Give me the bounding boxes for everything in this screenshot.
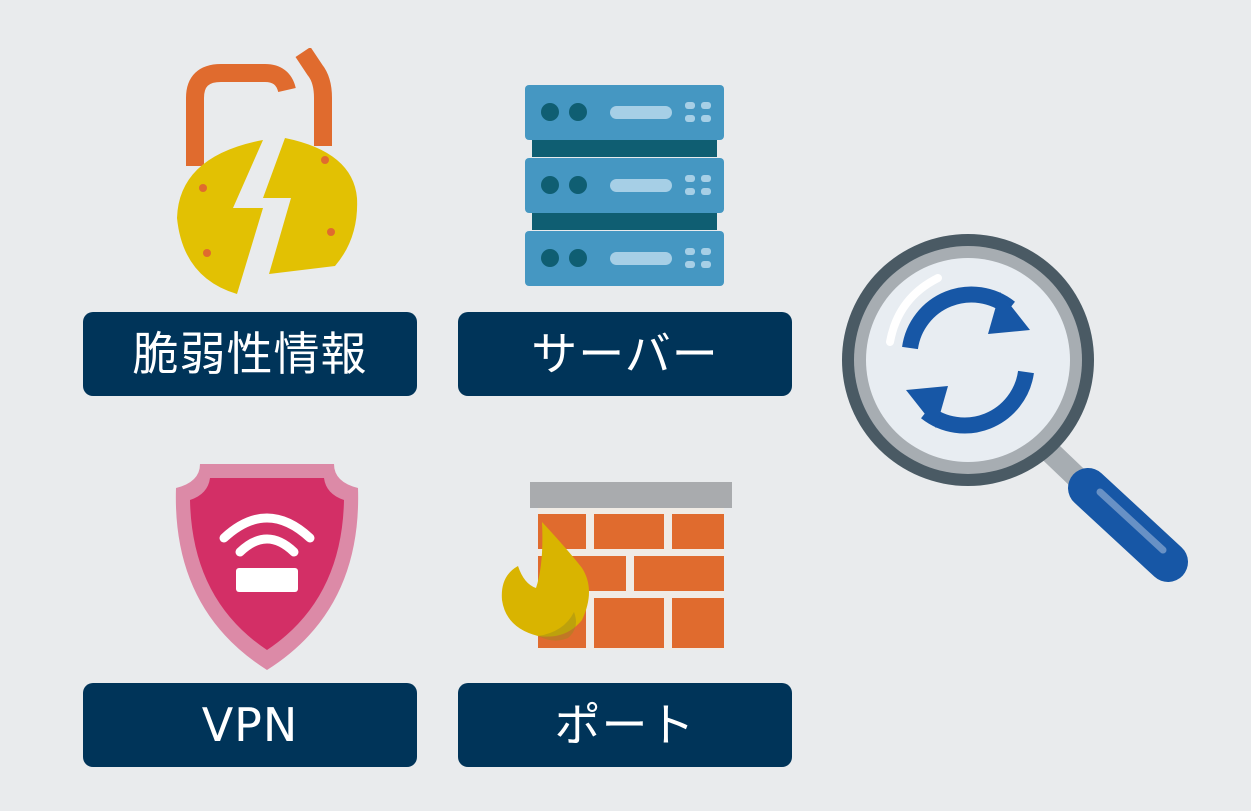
shield-wifi-icon [175,464,359,670]
magnifier-refresh-icon [842,234,1188,582]
label-vulnerability-info: 脆弱性情報 [83,312,417,396]
label-port: ポート [458,683,792,767]
label-server: サーバー [458,312,792,396]
broken-padlock-icon [177,48,358,294]
label-vpn: VPN [83,683,417,767]
server-rack-icon [525,85,724,286]
firewall-icon [501,482,732,650]
